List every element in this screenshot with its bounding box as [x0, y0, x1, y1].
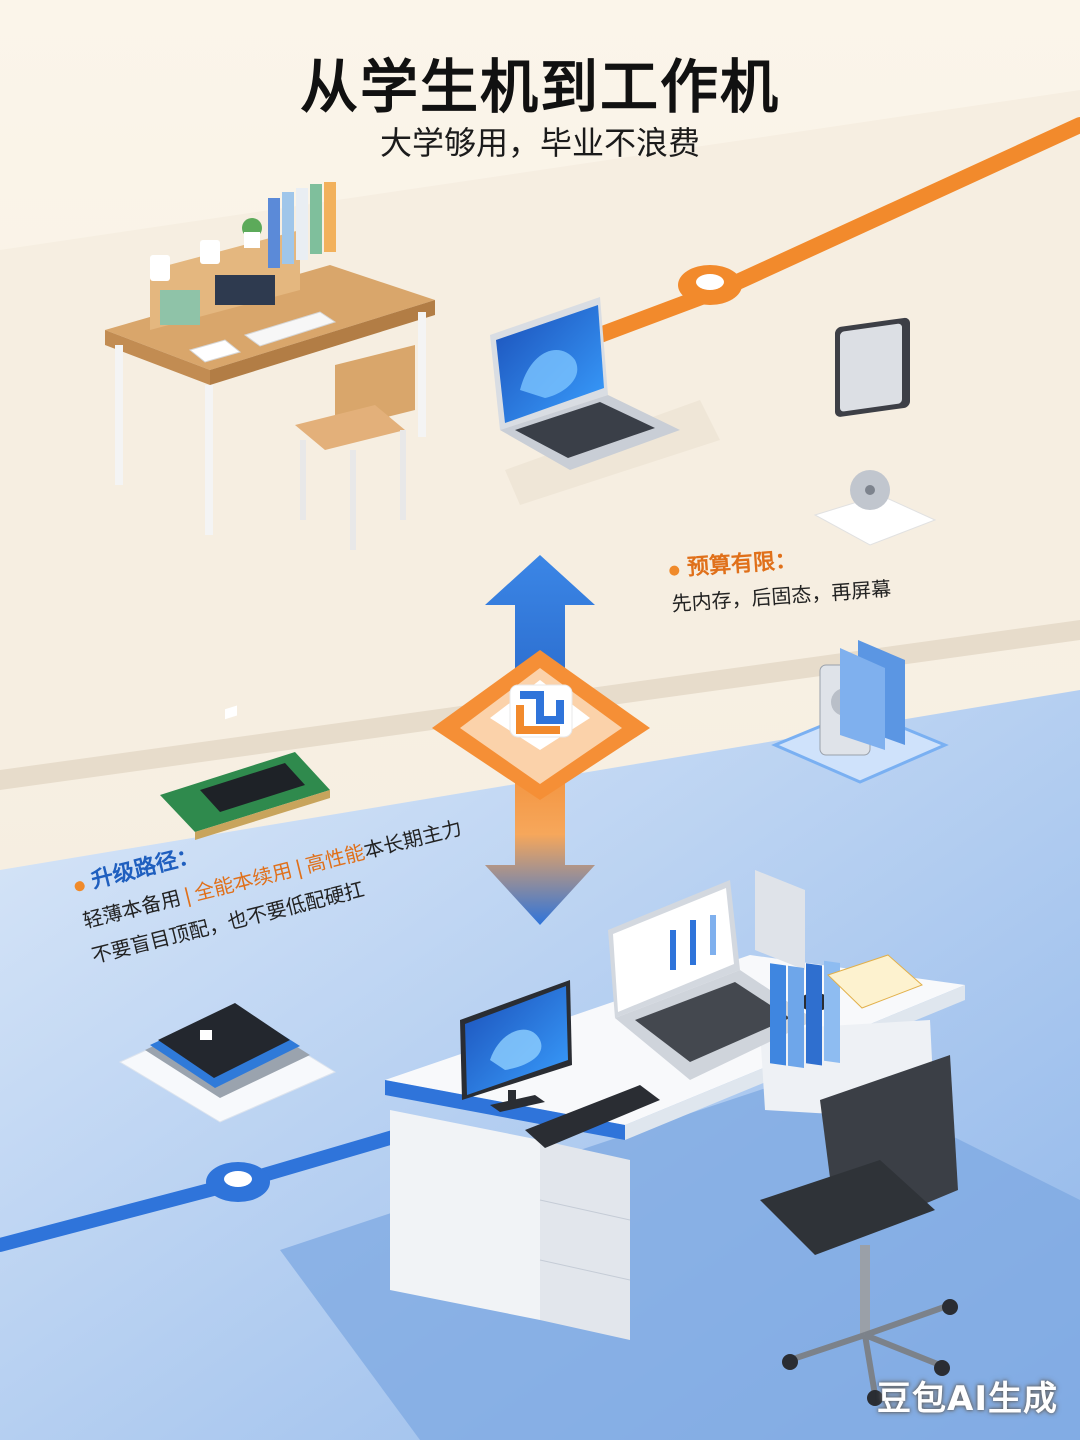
student-desk-icon [105, 182, 435, 550]
monitor-icon [460, 980, 660, 1148]
path-separator: | [292, 855, 306, 881]
center-logo-icon [432, 650, 650, 800]
bullet-dot-icon [73, 879, 86, 892]
binder-folders-icon [755, 870, 923, 1068]
watermark: 豆包AI生成 [877, 1379, 1058, 1419]
ssd-chip-icon [160, 705, 330, 840]
page-subtitle: 大学够用，毕业不浪费 [379, 124, 700, 162]
folder-drive-icon [771, 640, 949, 784]
laptop-icon [490, 297, 720, 505]
page-title: 从学生机到工作机 [299, 53, 780, 121]
path-separator: | [181, 882, 194, 908]
center-double-arrow [485, 555, 595, 925]
budget-heading: 预算有限： [686, 548, 798, 581]
office-laptop-icon [608, 880, 831, 1080]
processor-chip-icon [118, 1003, 337, 1123]
bullet-dot-icon [668, 564, 680, 576]
office-chair-icon [760, 1055, 958, 1406]
hard-drive-icon [813, 317, 937, 546]
